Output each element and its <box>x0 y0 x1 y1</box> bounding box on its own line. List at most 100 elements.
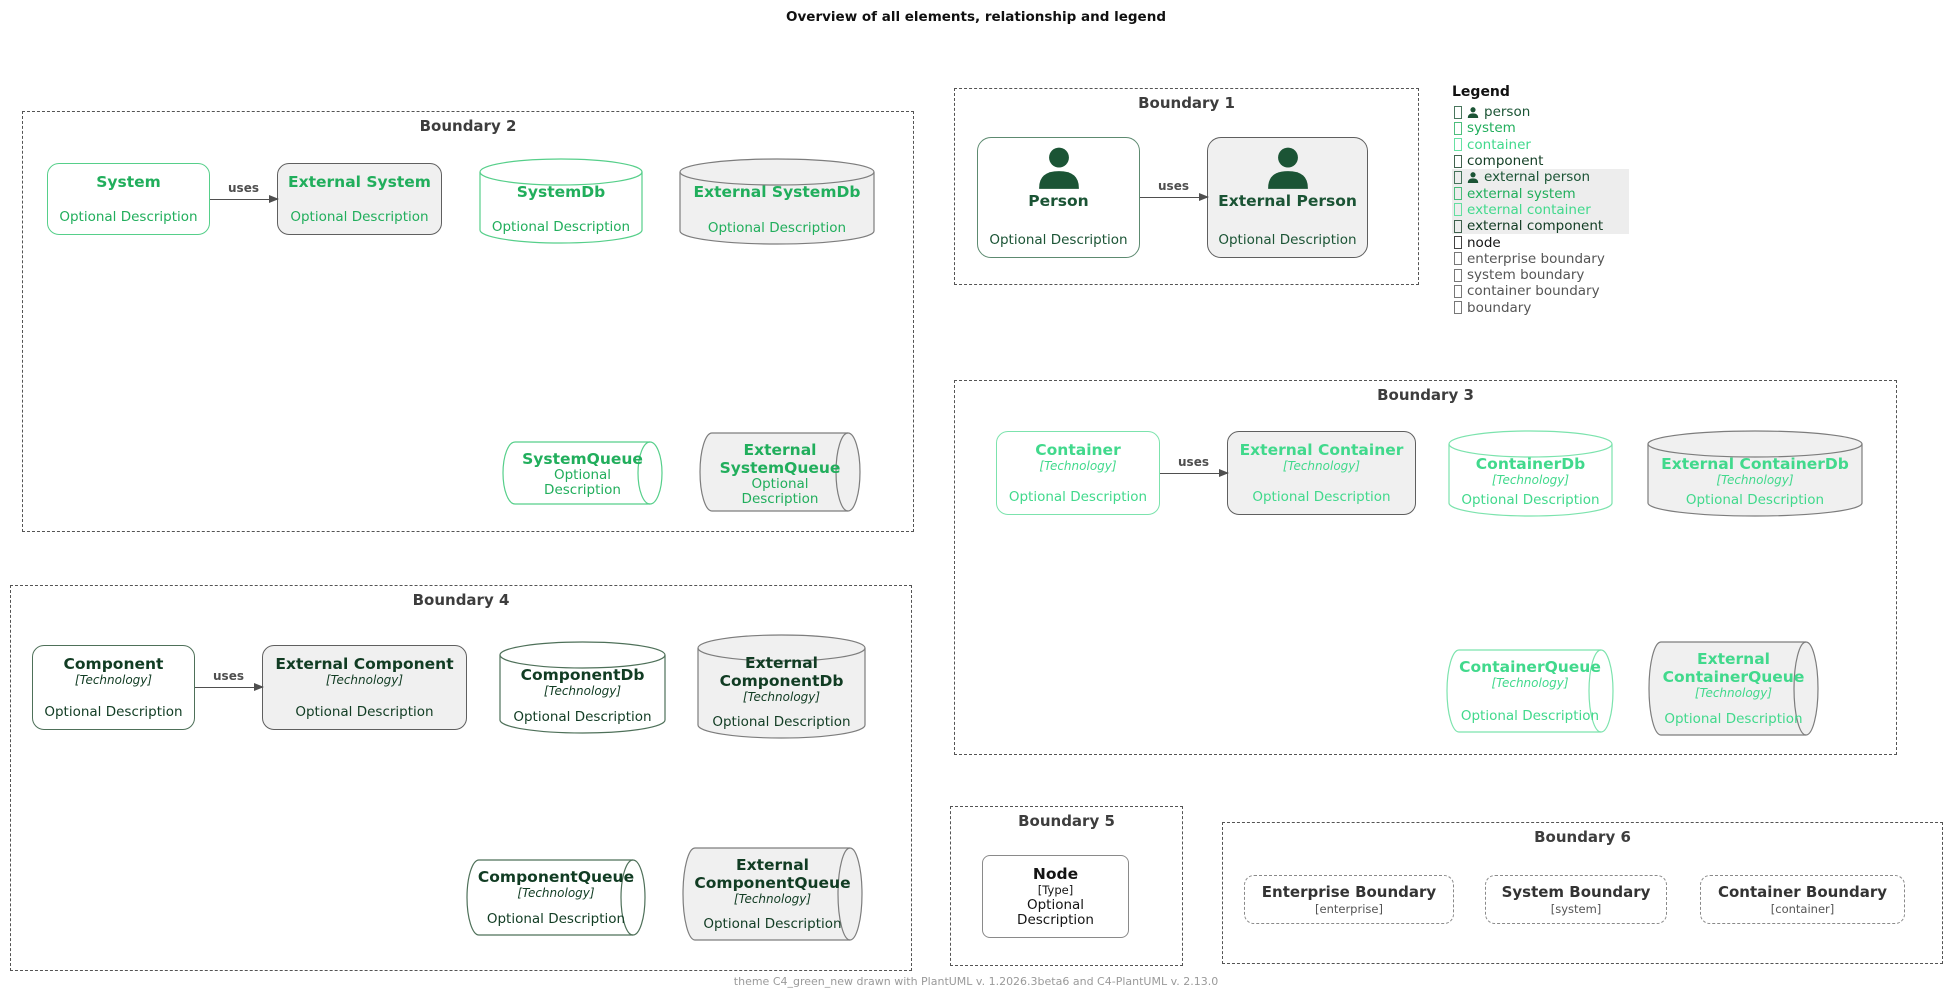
database-cylinder <box>1647 430 1863 517</box>
legend-item-label: system <box>1467 120 1516 137</box>
person-icon <box>1467 106 1479 118</box>
legend-item: container <box>1452 137 1629 153</box>
element-technology: [Technology] <box>543 684 622 698</box>
boundary-3-label: Boundary 3 <box>1377 386 1474 404</box>
element-title: Person <box>1028 192 1089 210</box>
element-component: Component [Technology] Optional Descript… <box>32 645 195 730</box>
element-description: Optional Description <box>290 209 429 225</box>
element-external-systemdb: External SystemDb Optional Description <box>679 158 875 245</box>
element-description: Optional Description <box>712 714 851 730</box>
element-description: Optional Description <box>1218 232 1357 248</box>
uses-label: uses <box>1178 455 1209 469</box>
element-title: System <box>96 173 161 191</box>
element-external-containerqueue: External ContainerQueue [Technology] Opt… <box>1648 641 1819 736</box>
element-external-containerdb: External ContainerDb [Technology] Option… <box>1647 430 1863 517</box>
element-external-componentqueue: External ComponentQueue [Technology] Opt… <box>682 847 863 941</box>
database-cylinder <box>479 158 643 244</box>
element-title: SystemQueue <box>522 450 643 468</box>
missing-glyph-icon <box>1454 121 1462 135</box>
element-system: System Optional Description <box>47 163 210 235</box>
element-technology: [Technology] <box>74 673 153 687</box>
element-description: Optional Description <box>491 219 631 235</box>
element-description: Optional Description <box>486 911 626 927</box>
boundary-6-label: Boundary 6 <box>1534 828 1631 846</box>
system-boundary: System Boundary [system] <box>1485 875 1667 924</box>
boundary-label: Enterprise Boundary <box>1261 883 1437 901</box>
element-description: Optional Description <box>707 220 847 236</box>
uses-arrow-container: uses <box>1160 455 1229 477</box>
element-description: Optional Description <box>741 476 819 507</box>
boundary-type: [enterprise] <box>1315 902 1383 916</box>
element-title: External ComponentDb <box>719 654 844 690</box>
element-technology: [Technology] <box>1716 473 1794 487</box>
element-technology: [Technology] <box>325 673 404 687</box>
legend-item: component <box>1452 153 1629 169</box>
element-technology: [Technology] <box>733 892 812 906</box>
element-description: Optional Description <box>295 704 434 720</box>
element-node: Node [Type] Optional Description <box>982 855 1129 938</box>
uses-label: uses <box>228 181 259 195</box>
element-container: Container [Technology] Optional Descript… <box>996 431 1160 515</box>
boundary-1: Boundary 1 <box>954 88 1419 285</box>
missing-glyph-icon <box>1454 268 1462 282</box>
legend-item-label: container boundary <box>1467 283 1600 300</box>
element-description: Optional Description <box>703 916 842 932</box>
boundary-label: Container Boundary <box>1717 883 1888 901</box>
uses-label: uses <box>1158 179 1189 193</box>
element-description: Optional Description <box>1461 492 1600 508</box>
element-title: External Container <box>1239 441 1404 459</box>
element-description: Optional Description <box>1685 492 1825 508</box>
missing-glyph-icon <box>1454 105 1462 119</box>
legend-item-label: component <box>1467 153 1544 170</box>
element-componentdb: ComponentDb [Technology] Optional Descri… <box>499 641 666 734</box>
missing-glyph-icon <box>1454 236 1462 250</box>
container-boundary: Container Boundary [container] <box>1700 875 1905 924</box>
queue-cylinder <box>682 847 863 941</box>
arrow-line <box>1140 192 1209 201</box>
person-icon <box>1467 172 1479 183</box>
element-title: ContainerQueue <box>1459 658 1601 676</box>
legend-item-label: node <box>1467 234 1501 251</box>
element-title: External ContainerDb <box>1661 455 1849 473</box>
boundary-3: Boundary 3 <box>954 380 1897 755</box>
element-title: External ContainerQueue <box>1662 650 1805 686</box>
element-person: Person Optional Description <box>977 137 1140 258</box>
legend-item: external person <box>1452 169 1629 186</box>
element-containerdb: ContainerDb [Technology] Optional Descri… <box>1448 430 1613 517</box>
page-footer: theme C4_green_new drawn with PlantUML v… <box>733 975 1219 988</box>
element-description: Optional Description <box>59 209 198 225</box>
legend-item: system boundary <box>1452 267 1629 283</box>
missing-glyph-icon <box>1454 252 1462 266</box>
legend-item: node <box>1452 234 1629 251</box>
element-title: Container <box>1035 441 1121 459</box>
element-description: Optional Description <box>989 232 1128 248</box>
element-description: Optional Description <box>513 709 652 725</box>
element-description: Optional Description <box>544 467 621 498</box>
element-description: Optional Description <box>1017 897 1094 928</box>
legend-item-label: external system <box>1467 185 1576 202</box>
queue-cylinder <box>1446 649 1614 733</box>
missing-glyph-icon <box>1454 170 1462 184</box>
element-technology: [Technology] <box>1694 686 1773 700</box>
legend-item: external container <box>1452 201 1629 219</box>
legend-item-label: person <box>1484 104 1531 121</box>
legend-item-label: external person <box>1484 169 1591 186</box>
element-technology: [Technology] <box>517 886 595 900</box>
database-cylinder <box>697 634 866 739</box>
arrow-line <box>210 194 279 203</box>
element-external-container: External Container [Technology] Optional… <box>1227 431 1416 515</box>
boundary-label: System Boundary <box>1501 883 1651 901</box>
element-systemqueue: SystemQueue Optional Description <box>502 441 663 505</box>
element-title: SystemDb <box>516 183 606 201</box>
queue-cylinder <box>502 441 663 505</box>
element-type: [Type] <box>1037 883 1074 897</box>
legend-item: boundary <box>1452 300 1629 316</box>
element-title: Component <box>63 655 164 673</box>
legend-item: external component <box>1452 218 1629 235</box>
queue-cylinder <box>466 859 646 936</box>
element-technology: [Technology] <box>1491 676 1569 690</box>
element-title: External Component <box>275 655 454 673</box>
missing-glyph-icon <box>1454 187 1462 201</box>
